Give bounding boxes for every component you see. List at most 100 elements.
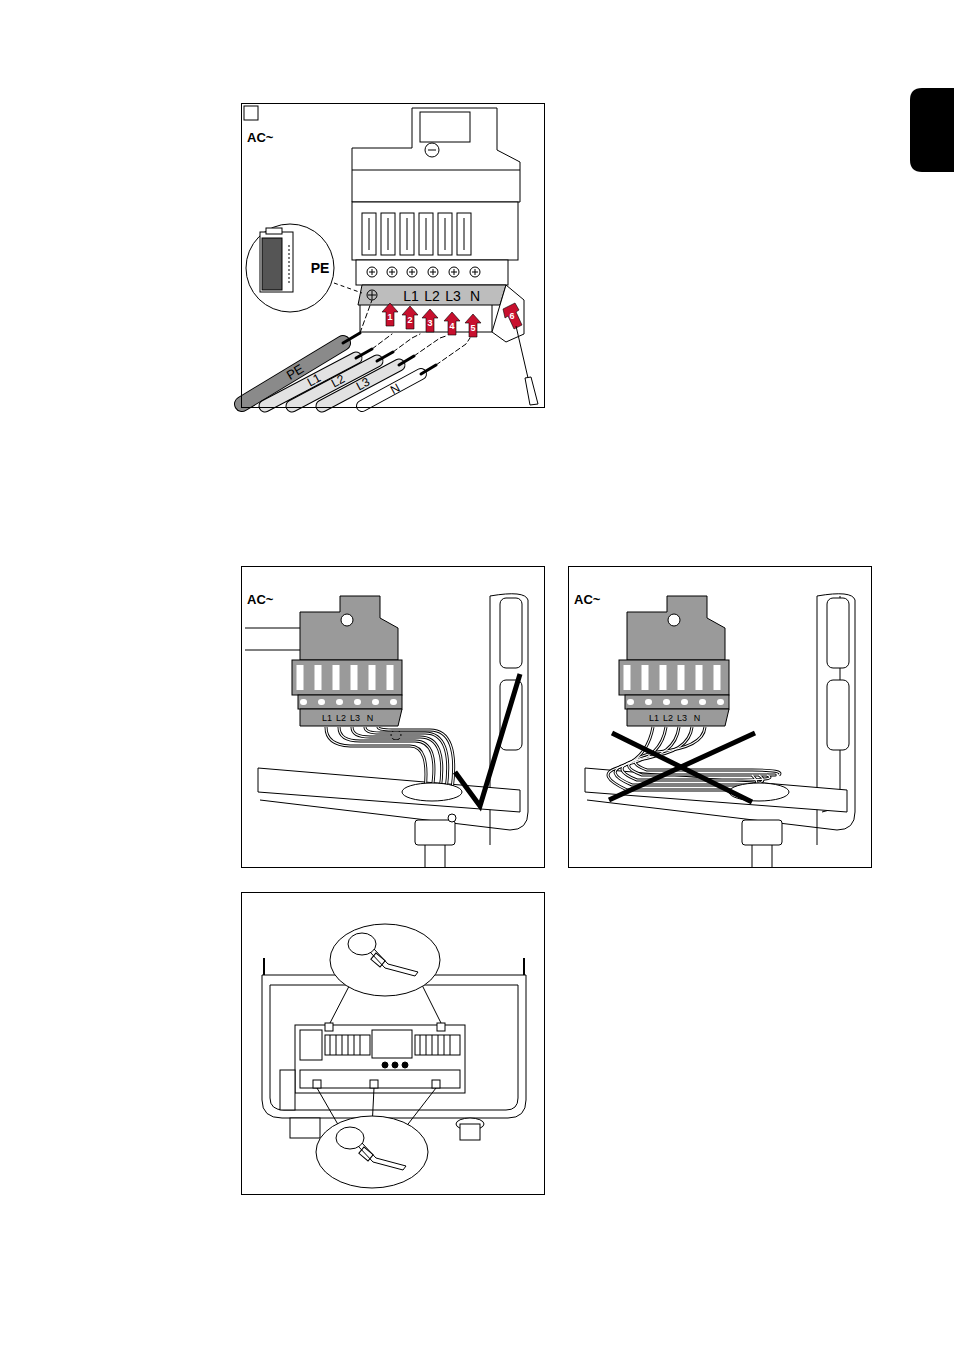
cable-tie-overview	[370, 1080, 378, 1088]
terminal-label: N	[470, 289, 480, 303]
wires	[356, 349, 372, 358]
correct-routing	[303, 699, 394, 705]
cable-tie-overview	[370, 949, 418, 976]
terminal-block-detail	[352, 108, 520, 202]
screwdriver	[516, 326, 528, 378]
wires	[393, 334, 420, 352]
terminal-label: N	[367, 714, 374, 723]
callout-arrows	[503, 303, 522, 329]
cable-tie-overview	[402, 1062, 408, 1068]
wrong-routing	[742, 820, 782, 845]
illustration-panel: AC~	[568, 566, 872, 868]
correct-routing	[292, 660, 402, 695]
cable-tie-overview	[330, 924, 440, 996]
wires	[421, 365, 436, 374]
correct-routing	[300, 596, 398, 660]
correct-routing	[341, 614, 353, 626]
pe-inset	[334, 283, 362, 293]
wrong-routing	[627, 709, 729, 726]
wires	[360, 300, 470, 365]
terminal-block-detail	[420, 112, 470, 142]
callout-arrows	[444, 312, 460, 335]
terminal-block-detail	[369, 269, 478, 275]
cable-tie-overview	[325, 1023, 333, 1031]
panel-heading: AC~	[247, 131, 273, 144]
cable-tie-overview	[437, 1023, 445, 1031]
terminal-block-detail	[368, 291, 376, 299]
correct-routing	[365, 727, 448, 790]
wrong-routing	[635, 727, 780, 775]
cable-tie-overview	[295, 1025, 465, 1093]
terminal-block-detail	[244, 106, 524, 342]
cable-tie-overview	[336, 1127, 364, 1149]
cable-tie-overview	[316, 1116, 428, 1188]
terminal-block-detail	[438, 213, 452, 255]
cable-tie-overview	[460, 1124, 480, 1140]
wrong-routing	[635, 727, 780, 775]
terminal-block-detail	[356, 260, 508, 285]
wrong-routing	[627, 596, 725, 660]
cable-tie-overview	[420, 1035, 450, 1055]
cable-tie-overview	[359, 1147, 373, 1161]
pe-inset	[262, 238, 282, 290]
callout-number: 3	[427, 319, 432, 328]
terminal-label: L1	[322, 714, 332, 723]
correct-routing	[245, 628, 300, 650]
correct-routing	[352, 727, 442, 790]
terminal-label: L2	[663, 714, 673, 723]
terminal-block-detail	[388, 218, 389, 250]
wrong-routing	[827, 680, 849, 750]
terminal-block-detail	[352, 202, 518, 260]
wrong-routing	[630, 699, 721, 705]
illustration-panel: AC~	[241, 103, 545, 408]
pe-inset	[246, 224, 362, 312]
pe-inset	[246, 224, 334, 312]
pe-inset	[266, 228, 282, 234]
terminal-block-detail	[244, 106, 258, 120]
callout-arrows	[382, 303, 522, 337]
screwdriver	[516, 326, 538, 405]
cable-tie-overview	[348, 933, 376, 955]
wires	[362, 374, 421, 406]
terminal-block-detail	[362, 213, 376, 255]
cable-tie-overview	[330, 1035, 360, 1055]
callout-number: 2	[407, 316, 412, 325]
wires	[436, 338, 470, 365]
correct-routing	[378, 727, 454, 790]
terminal-block-detail	[358, 285, 506, 305]
correct-routing	[245, 594, 840, 868]
pe-inset	[289, 245, 290, 285]
terminal-block-detail	[419, 213, 433, 255]
terminal-label: L3	[350, 714, 360, 723]
cable-tie-overview	[280, 1070, 295, 1110]
wrong-routing	[729, 783, 789, 801]
correct-routing	[352, 727, 442, 790]
terminal-block-detail	[362, 213, 471, 255]
callout-number: 1	[387, 313, 392, 322]
cable-tie-overview	[392, 1062, 398, 1068]
terminal-label: L2	[336, 714, 346, 723]
terminal-label: L1	[649, 714, 659, 723]
wires	[372, 334, 392, 349]
cable-tie-overview	[382, 1062, 388, 1068]
terminal-label: L2	[424, 289, 440, 303]
wires	[362, 374, 421, 406]
callout-number: 5	[470, 324, 475, 333]
terminal-label: L3	[445, 289, 461, 303]
terminal-block-detail	[367, 267, 480, 277]
correct-routing	[448, 814, 456, 822]
cable-tie-overview	[270, 985, 518, 1110]
correct-routing	[298, 695, 402, 709]
callout-arrows	[465, 314, 481, 337]
cable-tie-overview	[262, 924, 526, 1188]
illustration-panel: AC~	[241, 566, 545, 868]
panel-frame	[242, 893, 545, 1195]
terminal-block-detail	[457, 213, 471, 255]
callout-number: 4	[449, 322, 454, 331]
correct-routing	[455, 674, 520, 806]
cable-tie-overview	[300, 1030, 322, 1060]
cable-tie-overview	[372, 1030, 412, 1058]
cable-tie-overview	[325, 1035, 370, 1055]
cable-tie-overview	[313, 1080, 321, 1088]
